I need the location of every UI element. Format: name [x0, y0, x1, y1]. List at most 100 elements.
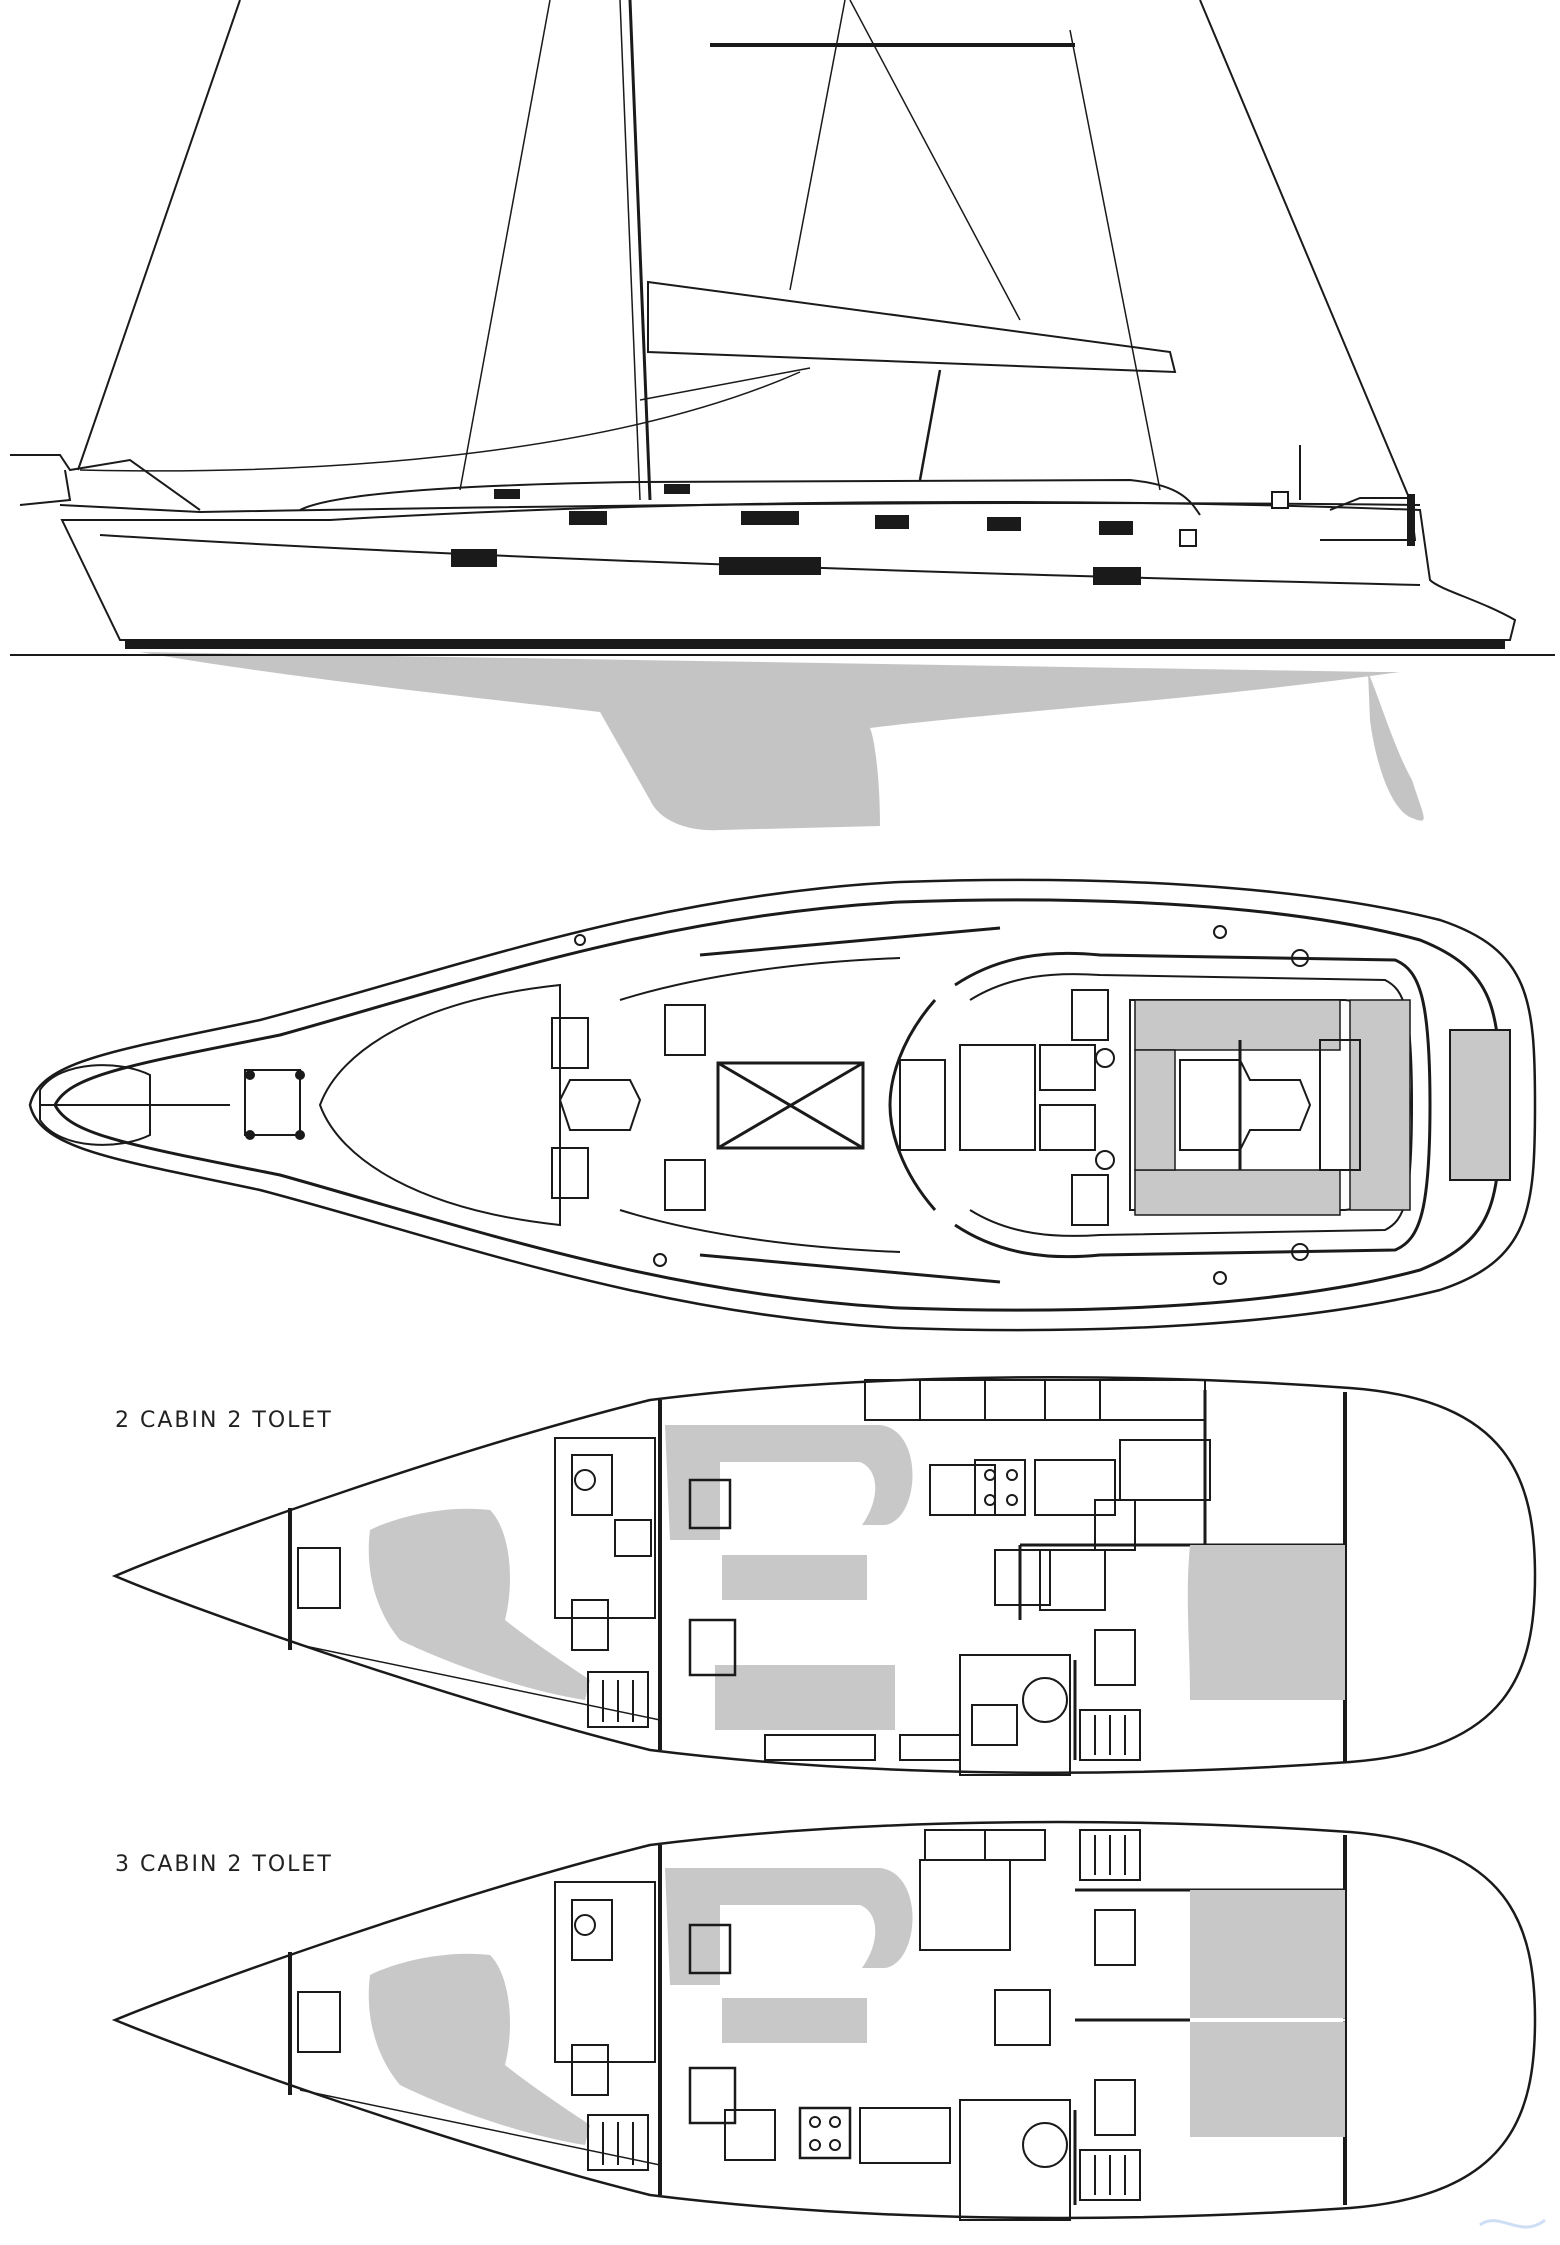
winch-pad — [1071, 1174, 1109, 1226]
handrail-port — [699, 926, 1001, 957]
deck-hatch — [664, 1159, 706, 1211]
deck-line — [59, 501, 1421, 514]
deck-fitting — [1291, 1243, 1309, 1261]
stern-item — [1179, 529, 1197, 547]
galley-counter — [859, 2107, 951, 2164]
watermark — [1479, 2218, 1546, 2229]
cockpit-seat — [1039, 1044, 1096, 1091]
deck-plan — [28, 878, 1537, 1332]
top-locker — [1099, 1379, 1206, 1421]
winch — [1095, 1048, 1115, 1068]
jib-track-port — [619, 957, 901, 1001]
locker — [297, 1991, 341, 2053]
stove-burner — [984, 1469, 996, 1481]
saloon-settee — [665, 1425, 913, 1540]
head-aft — [959, 2099, 1071, 2221]
foredeck-cabin-top — [318, 983, 561, 1227]
stove-burner — [1006, 1494, 1018, 1506]
deck-fitting — [574, 934, 586, 946]
saloon-chair — [688, 2066, 737, 2125]
deck-fitting — [245, 1130, 255, 1140]
stairs — [1079, 1709, 1141, 1761]
mast — [628, 0, 652, 501]
nav-station — [919, 1859, 1011, 1951]
top-locker — [864, 1379, 921, 1421]
saloon-hatch-cross — [717, 1061, 864, 1150]
deck-hatch — [551, 1017, 589, 1069]
saloon-settee-stbd — [715, 1665, 895, 1730]
galley-counter — [1119, 1439, 1211, 1501]
locker — [297, 1547, 341, 1609]
keel-silhouette — [140, 652, 1400, 831]
bottom-locker — [899, 1734, 961, 1761]
cabin-window — [875, 515, 909, 529]
top-locker — [924, 1829, 986, 1861]
top-locker — [919, 1379, 986, 1421]
deck-port — [664, 484, 690, 494]
saloon-chair — [688, 1923, 732, 1975]
deck-fitting — [1291, 949, 1309, 967]
forward-berth — [368, 1953, 590, 2145]
genoa-foot — [79, 371, 801, 472]
top-locker — [984, 1379, 1046, 1421]
foredeck-hatch — [244, 1069, 301, 1136]
galley — [929, 1464, 996, 1516]
saloon-table — [722, 1998, 867, 2043]
cabin-window — [569, 511, 607, 525]
binnacle — [1179, 1059, 1312, 1151]
deck-fitting — [653, 1253, 667, 1267]
stairs — [587, 2114, 649, 2171]
stove-burner — [829, 2139, 841, 2151]
head-forward — [554, 1437, 656, 1619]
inner-stay — [459, 0, 551, 491]
galley-counter — [1094, 1499, 1136, 1551]
forestay — [77, 0, 241, 471]
head-sink — [971, 1704, 1018, 1746]
locker — [571, 1599, 609, 1651]
head-aft — [959, 1654, 1071, 1776]
shroud — [849, 0, 1021, 321]
side-profile — [10, 0, 1555, 831]
mast-step — [558, 1079, 642, 1131]
cockpit-teak-fwd — [1134, 1049, 1176, 1171]
helm-seat — [1319, 1039, 1361, 1171]
coachroof — [299, 478, 1201, 516]
locker — [571, 2044, 609, 2096]
cockpit-coaming-inner — [969, 973, 1414, 1237]
plan-label-three-cabin: 3 CABIN 2 TOLET — [115, 1852, 333, 1877]
cabin-liner — [299, 2089, 661, 2166]
shroud — [1069, 29, 1161, 491]
mast-rear — [619, 0, 641, 501]
locker — [1094, 2079, 1136, 2136]
aft-berth — [1187, 1545, 1345, 1700]
stove-burner — [829, 2116, 841, 2128]
plan-label-two-cabin: 2 CABIN 2 TOLET — [115, 1408, 333, 1433]
head-forward — [554, 1881, 656, 2063]
galley-counter — [1034, 1459, 1116, 1516]
cockpit-teak-port — [1134, 999, 1341, 1051]
toe-rail — [53, 898, 1502, 1312]
head-toilet — [574, 1469, 596, 1491]
locker — [1094, 1629, 1136, 1686]
nav-seat — [994, 1989, 1051, 2046]
galley-sink — [974, 1459, 1026, 1516]
cabin-window — [987, 517, 1021, 531]
layout-two-cabin — [111, 1375, 1537, 1776]
bottom-locker — [764, 1734, 876, 1761]
galley-sink — [724, 2109, 776, 2161]
stove-burner — [809, 2139, 821, 2151]
handrail-stbd — [699, 1253, 1001, 1284]
hull-window — [451, 549, 497, 567]
saloon-settee — [665, 1868, 913, 1985]
sprayhood — [888, 999, 937, 1211]
shroud — [789, 0, 846, 291]
deck-fitting — [1213, 925, 1227, 939]
nav-station — [1039, 1549, 1106, 1611]
companionway — [899, 1059, 946, 1151]
locker — [1094, 1909, 1136, 1966]
watermark-wave-icon — [1479, 2218, 1546, 2229]
hull-window — [719, 557, 821, 575]
hull-outline — [111, 1820, 1537, 2220]
deck-hatch — [664, 1004, 706, 1056]
